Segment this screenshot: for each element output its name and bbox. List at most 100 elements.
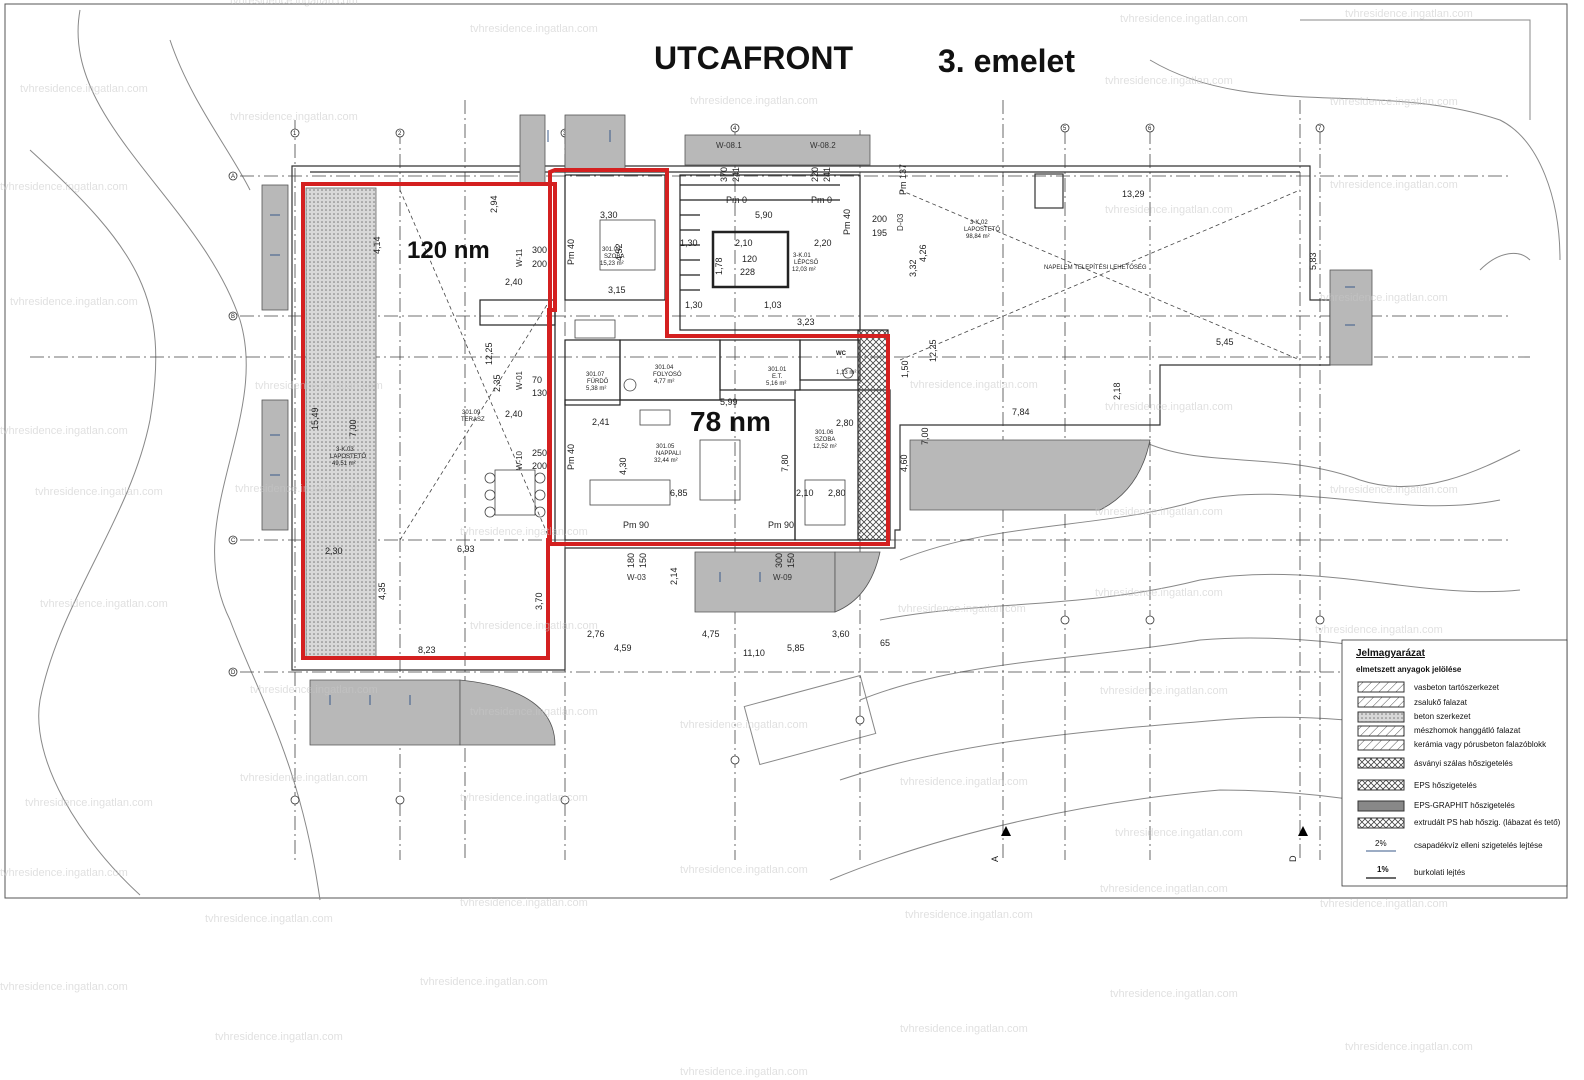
unit-78nm-outline xyxy=(548,168,890,546)
dim-240b: 2,40 xyxy=(505,409,523,419)
watermark: tvhresidence.ingatlan.com xyxy=(470,620,598,632)
grid-col-7-label: 7 xyxy=(1318,126,1322,132)
room-nappali-name: NAPPALI xyxy=(656,451,681,457)
dim-1225b: 12,25 xyxy=(928,339,938,362)
dim-323: 3,23 xyxy=(797,317,815,327)
dim-1110: 11,10 xyxy=(743,648,765,658)
dim-430: 4,30 xyxy=(618,457,628,475)
interior-walls xyxy=(479,174,891,545)
legend-item-2: zsalukő falazat xyxy=(1414,698,1468,707)
room-terasz-code: 301.09 xyxy=(462,410,481,416)
dim-300b: 300 xyxy=(774,553,784,568)
dim-220b: 220 xyxy=(810,167,820,182)
dim-693: 6,93 xyxy=(457,544,475,554)
dim-241b: 241 xyxy=(731,167,741,182)
watermark: tvhresidence.ingatlan.com xyxy=(10,296,138,308)
dim-120: 120 xyxy=(742,254,757,264)
dim-250: 250 xyxy=(532,448,547,458)
room-lapostetoR-name: LAPOSTETŐ xyxy=(964,226,1000,233)
window-tags: W-08.1 W-08.2 W-11 W-01 W-10 W-03 W-09 D… xyxy=(515,141,905,582)
watermark: tvhresidence.ingatlan.com xyxy=(1345,8,1473,20)
dim-240a: 2,40 xyxy=(505,277,523,287)
pm90a: Pm 90 xyxy=(623,520,649,530)
watermark: tvhresidence.ingatlan.com xyxy=(900,776,1028,788)
watermark: tvhresidence.ingatlan.com xyxy=(0,981,128,993)
furniture xyxy=(399,189,1301,541)
room-labels: 301.08 SZOBA 15,23 m² 3-K.01 LÉPCSŐ 12,0… xyxy=(330,220,1147,467)
dim-460: 4,60 xyxy=(899,454,909,472)
watermark: tvhresidence.ingatlan.com xyxy=(470,23,598,35)
grid-row-c-label: C xyxy=(231,538,236,544)
watermark: tvhresidence.ingatlan.com xyxy=(250,684,378,696)
watermark: tvhresidence.ingatlan.com xyxy=(1330,484,1458,496)
room-szoba2-name: SZOBA xyxy=(815,437,835,443)
dim-280a: 2,80 xyxy=(836,418,854,428)
section-markers: A D xyxy=(990,826,1308,862)
grid-row-b-label: B xyxy=(231,314,235,320)
dim-700b: 7,00 xyxy=(920,427,930,445)
dim-241: 2,41 xyxy=(592,417,610,427)
dim-700a: 7,00 xyxy=(348,419,358,437)
window-w03: W-03 xyxy=(627,573,647,582)
dim-1329: 13,29 xyxy=(1122,189,1145,199)
room-folyoso-area: 4,77 m² xyxy=(654,379,674,385)
dim-294: 2,94 xyxy=(489,195,499,213)
room-wc-area: 1,13 m² xyxy=(836,370,856,376)
legend-slope-1pct: 1% xyxy=(1377,865,1389,874)
grid-col-1-label: 1 xyxy=(293,131,297,137)
room-et-area: 5,16 m² xyxy=(766,381,786,387)
dim-70: 70 xyxy=(532,375,542,385)
room-terasz-name: TERASZ xyxy=(461,417,485,423)
legend-item-6: ásványi szálas hőszigetelés xyxy=(1414,759,1513,768)
dim-276: 2,76 xyxy=(587,629,605,639)
dim-332: 3,32 xyxy=(908,259,918,277)
watermark: tvhresidence.ingatlan.com xyxy=(680,864,808,876)
dim-370b: 370 xyxy=(719,167,729,182)
room-lapostetoR-area: 98,84 m² xyxy=(966,234,990,240)
legend-item-8: EPS-GRAPHIT hőszigetelés xyxy=(1414,801,1515,810)
window-w081: W-08.1 xyxy=(716,141,742,150)
dim-230: 2,30 xyxy=(325,546,343,556)
room-lapostetoL-name: LAPOSTETŐ xyxy=(330,453,366,460)
room-lepcso-code: 3-K.01 xyxy=(793,253,811,259)
dim-1225a: 12,25 xyxy=(484,342,494,365)
dim-178: 1,78 xyxy=(714,257,724,275)
grid-col-5-label: 5 xyxy=(1063,126,1067,132)
grid-col-2-label: 2 xyxy=(398,131,402,137)
pm40c: Pm 40 xyxy=(842,209,852,235)
dim-435: 4,35 xyxy=(377,582,387,600)
watermark: tvhresidence.ingatlan.com xyxy=(1105,75,1233,87)
dim-780: 7,80 xyxy=(780,454,790,472)
watermark: tvhresidence.ingatlan.com xyxy=(0,867,128,879)
dim-235: 2,35 xyxy=(492,374,502,392)
pm137: Pm 137 xyxy=(898,164,908,195)
dim-150b: 150 xyxy=(638,553,648,568)
watermark: tvhresidence.ingatlan.com xyxy=(20,83,148,95)
watermark: tvhresidence.ingatlan.com xyxy=(680,719,808,731)
dim-599: 5,99 xyxy=(720,397,738,407)
watermark: tvhresidence.ingatlan.com xyxy=(240,772,368,784)
watermark: tvhresidence.ingatlan.com xyxy=(460,897,588,909)
watermark: tvhresidence.ingatlan.com xyxy=(420,976,548,988)
watermark: tvhresidence.ingatlan.com xyxy=(680,1066,808,1078)
legend-item-4: mészhomok hanggátló falazat xyxy=(1414,726,1521,735)
watermark: tvhresidence.ingatlan.com xyxy=(205,913,333,925)
room-nappali-area: 32,44 m² xyxy=(654,458,678,464)
dim-200b: 200 xyxy=(532,461,547,471)
room-szoba1-area: 15,23 m² xyxy=(600,261,624,267)
watermark: tvhresidence.ingatlan.com xyxy=(255,380,383,392)
watermark: tvhresidence.ingatlan.com xyxy=(1105,401,1233,413)
watermark: tvhresidence.ingatlan.com xyxy=(1315,624,1443,636)
watermark: tvhresidence.ingatlan.com xyxy=(35,486,163,498)
watermark: tvhresidence.ingatlan.com xyxy=(900,1023,1028,1035)
dim-300a: 300 xyxy=(532,245,547,255)
dimension-texts: 2,94 3,30 5,90 13,29 4,52 2,10 2,20 1,30… xyxy=(310,164,1318,658)
dim-214: 2,14 xyxy=(669,567,679,585)
pm0a: Pm 0 xyxy=(726,195,747,205)
dim-360: 3,60 xyxy=(832,629,850,639)
unit-outlines xyxy=(301,168,890,660)
flow-arrows xyxy=(270,130,1355,705)
watermark: tvhresidence.ingatlan.com xyxy=(460,792,588,804)
legend-item-11: burkolati lejtés xyxy=(1414,868,1465,877)
